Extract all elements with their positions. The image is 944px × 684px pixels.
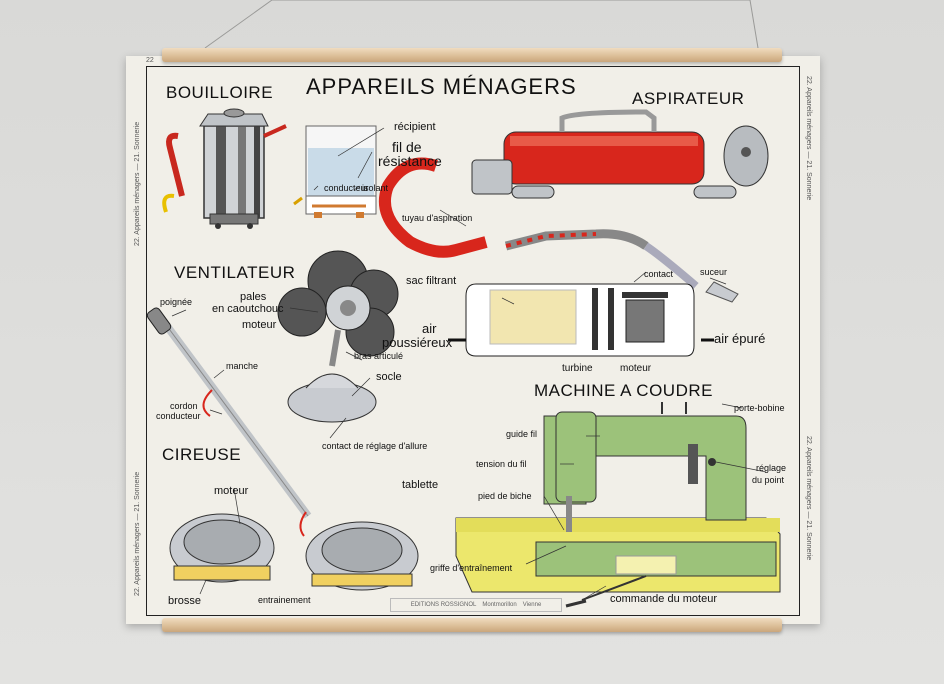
title-ventilateur: VENTILATEUR — [174, 263, 296, 282]
hanging-string — [204, 0, 759, 49]
label-tension: tension du fil — [476, 459, 527, 469]
label-contact-allure: contact de réglage d'allure — [322, 441, 428, 451]
label-porte-bobine: porte-bobine — [734, 403, 785, 413]
publisher-region: Vienne — [522, 602, 542, 608]
label-suceur: suceur — [700, 267, 728, 277]
label-sac: sac filtrant — [406, 275, 457, 287]
label-du-point: du point — [752, 475, 785, 485]
fan-illustration — [277, 250, 399, 423]
margin-right-bottom: 22. Appareils ménagers — 21. Sonnerie — [805, 436, 812, 561]
label-guide-fil: guide fil — [506, 429, 538, 439]
title-bouilloire: BOUILLOIRE — [166, 83, 274, 102]
title-cireuse: CIREUSE — [162, 445, 242, 464]
label-pales: pales — [240, 291, 267, 303]
label-commande: commande du moteur — [610, 593, 717, 605]
label-manche: manche — [226, 361, 259, 371]
publisher-imprint: EDITIONS ROSSIGNOL Montmorillon Vienne — [390, 598, 562, 612]
label-entrainement: entrainement — [258, 595, 311, 605]
label-griffe: griffe d'entraînement — [430, 563, 513, 573]
label-poussiereux: poussiéreux — [382, 335, 453, 350]
label-conducteur: conducteur — [324, 183, 369, 193]
vacuum-section-illustration — [448, 283, 714, 357]
poster: APPAREILS MÉNAGERS BOUILLOIRE ASPIRATEUR… — [126, 56, 820, 624]
floor-polisher-illustration — [146, 307, 419, 591]
label-caoutchouc: en caoutchouc — [212, 303, 284, 315]
page-number: 22 — [146, 57, 154, 64]
label-poignee: poignée — [160, 297, 193, 307]
margin-left-bottom: 22. Appareils ménagers — 21. Sonnerie — [134, 471, 141, 596]
bottom-wooden-rod — [162, 618, 782, 632]
label-pied: pied de biche — [478, 491, 532, 501]
label-cordon-conducteur: conducteur — [156, 411, 201, 421]
poster-frame — [146, 66, 800, 616]
margin-left-top: 22. Appareils ménagers — 21. Sonnerie — [134, 121, 141, 246]
publisher-name: EDITIONS ROSSIGNOL — [410, 602, 477, 608]
label-tablette: tablette — [402, 479, 439, 491]
label-turbine: turbine — [562, 363, 593, 374]
main-title: APPAREILS MÉNAGERS — [306, 74, 577, 99]
label-contact: contact — [644, 269, 674, 279]
label-bras: bras articulé — [354, 351, 404, 361]
label-air-epure: air épuré — [714, 331, 766, 346]
label-moteur-ventilateur: moteur — [242, 319, 277, 331]
label-reglage: réglage — [756, 463, 787, 473]
label-air: air — [422, 321, 437, 336]
title-aspirateur: ASPIRATEUR — [632, 89, 745, 108]
label-cordon: cordon — [170, 401, 198, 411]
sewing-machine-illustration — [455, 402, 781, 608]
label-socle: socle — [376, 371, 402, 383]
margin-right-top: 22. Appareils ménagers — 21. Sonnerie — [805, 76, 812, 201]
vacuum-illustration — [378, 109, 769, 303]
label-recipient: récipient — [394, 121, 436, 133]
title-machine: MACHINE A COUDRE — [534, 381, 713, 400]
leader-lines — [171, 209, 767, 601]
label-brosse: brosse — [168, 595, 202, 607]
label-moteur-aspirateur: moteur — [620, 363, 652, 374]
top-wooden-rod — [162, 48, 782, 62]
illustrations — [146, 108, 781, 608]
kettle-section-illustration — [293, 125, 385, 218]
label-resistance: résistance — [378, 153, 442, 169]
label-tuyau: tuyau d'aspiration — [402, 213, 473, 223]
label-fil: fil de — [392, 139, 422, 155]
publisher-city: Montmorillon — [482, 602, 517, 608]
label-moteur-cireuse: moteur — [214, 485, 249, 497]
label-isolant: isolant — [362, 183, 389, 193]
kettle-illustration — [162, 108, 287, 229]
